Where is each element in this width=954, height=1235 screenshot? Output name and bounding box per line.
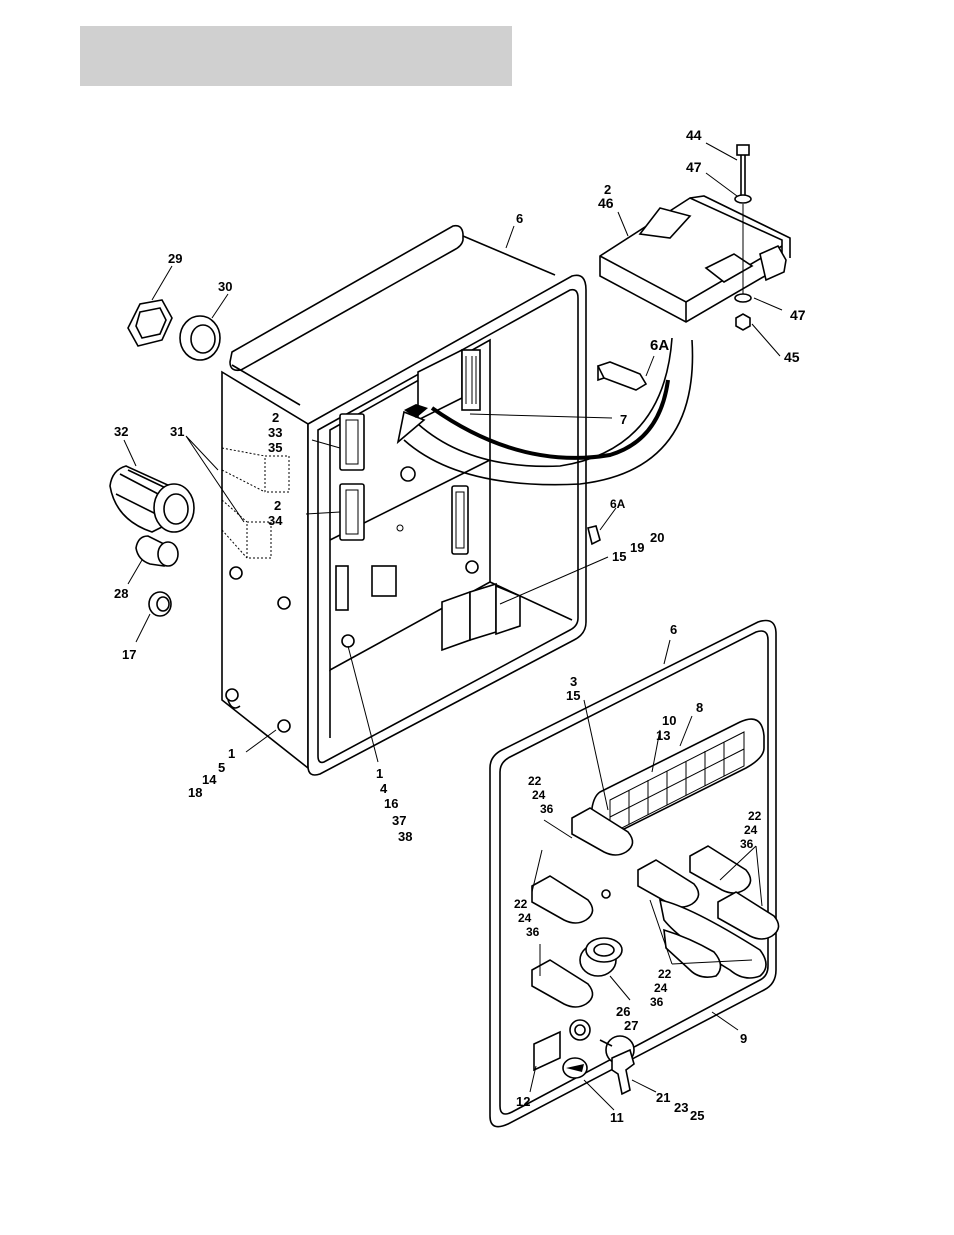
callout-24-a: 24 [532, 788, 546, 802]
callout-25: 25 [690, 1108, 704, 1123]
callout-36-a: 36 [540, 802, 554, 816]
callout-2-conn-a: 2 [272, 410, 279, 425]
callout-13: 13 [656, 728, 670, 743]
callout-35: 35 [268, 440, 282, 455]
callout-1-left: 1 [228, 746, 235, 761]
callout-8: 8 [696, 700, 703, 715]
callout-27: 27 [624, 1018, 638, 1033]
callout-30: 30 [218, 279, 232, 294]
callout-21: 21 [656, 1090, 670, 1105]
callout-20: 20 [650, 530, 664, 545]
callout-6-panel: 6 [670, 622, 677, 637]
callout-12: 12 [516, 1094, 530, 1109]
callout-11: 11 [610, 1110, 624, 1125]
callout-14: 14 [202, 772, 217, 787]
callout-29: 29 [168, 251, 182, 266]
callout-34: 34 [268, 513, 283, 528]
callout-23: 23 [674, 1100, 688, 1115]
bracket-6A-upper [598, 362, 646, 390]
callout-17: 17 [122, 647, 136, 662]
callout-31: 31 [170, 424, 184, 439]
callout-3: 3 [570, 674, 577, 689]
callout-26: 26 [616, 1004, 630, 1019]
callout-2-conn-b: 2 [274, 498, 281, 513]
callout-47-upper: 47 [686, 159, 702, 175]
callout-22-d: 22 [658, 967, 672, 981]
callout-32: 32 [114, 424, 128, 439]
callout-24-d: 24 [654, 981, 668, 995]
callout-38: 38 [398, 829, 412, 844]
callout-9: 9 [740, 1031, 747, 1046]
callout-45: 45 [784, 349, 800, 365]
callout-33: 33 [268, 425, 282, 440]
callout-15-panel: 15 [566, 688, 580, 703]
callout-10: 10 [662, 713, 676, 728]
callout-7: 7 [620, 412, 627, 427]
callout-22-a: 22 [528, 774, 542, 788]
callout-47-lower: 47 [790, 307, 806, 323]
callout-36-d: 36 [650, 995, 664, 1009]
callout-4: 4 [380, 781, 388, 796]
callout-22-b: 22 [748, 809, 762, 823]
callout-24-c: 24 [518, 911, 532, 925]
callout-18: 18 [188, 785, 202, 800]
callout-19: 19 [630, 540, 644, 555]
callout-22-c: 22 [514, 897, 528, 911]
callout-37: 37 [392, 813, 406, 828]
callout-15-box: 15 [612, 549, 626, 564]
callout-24-b: 24 [744, 823, 758, 837]
callout-1-inner: 1 [376, 766, 383, 781]
callout-46: 46 [598, 195, 614, 211]
callout-6A-lower: 6A [610, 497, 626, 511]
callout-36-b: 36 [740, 837, 754, 851]
callout-5: 5 [218, 760, 225, 775]
callout-6A-upper: 6A [650, 337, 669, 354]
callout-6-box: 6 [516, 211, 523, 226]
callout-28: 28 [114, 586, 128, 601]
callout-16: 16 [384, 796, 398, 811]
bracket-6A-lower [588, 526, 600, 544]
front-panel [490, 621, 779, 1127]
callout-44: 44 [686, 127, 702, 143]
callout-36-c: 36 [526, 925, 540, 939]
